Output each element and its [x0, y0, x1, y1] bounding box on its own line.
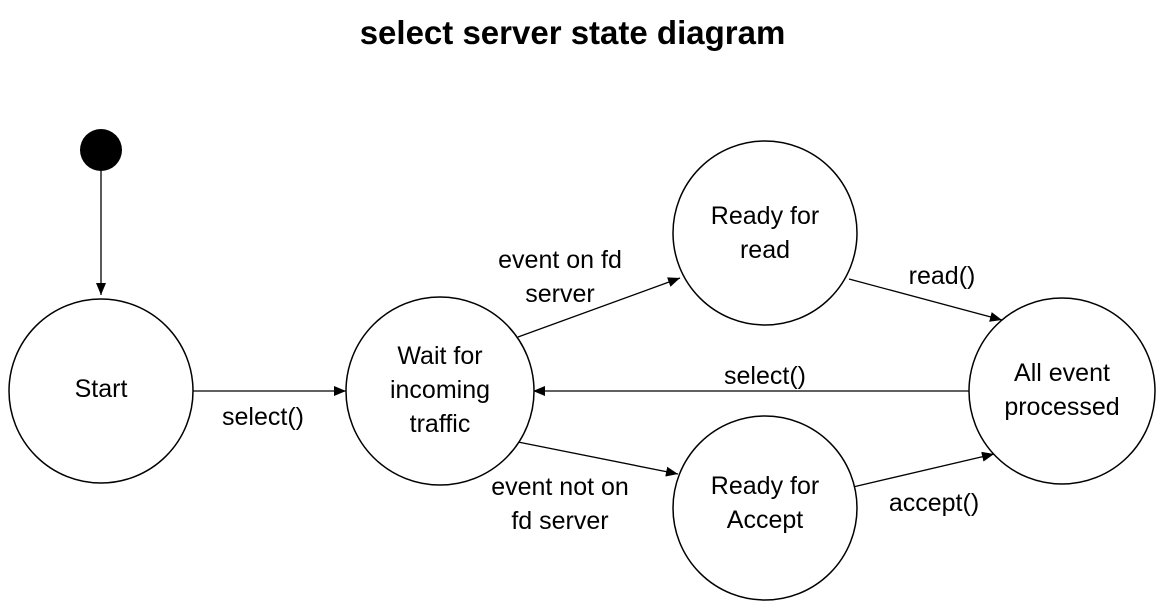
read-to-processed-arrow	[848, 278, 1003, 322]
label-start-to-wait: select()	[222, 403, 304, 431]
state-start: Start	[8, 298, 194, 484]
label-accept-to-processed: accept()	[889, 489, 979, 517]
state-wait-circle	[345, 296, 535, 486]
state-start-circle	[8, 298, 194, 484]
wait-to-accept-arrow	[517, 441, 679, 477]
label-processed-to-wait: select()	[724, 362, 806, 390]
label-wait-to-accept-line2: fd server	[511, 507, 608, 535]
initial-state-dot	[80, 129, 122, 171]
state-all-event-processed: All event processed	[968, 297, 1156, 485]
state-wait-label-line2: incoming	[390, 376, 490, 404]
diagram-title: select server state diagram	[359, 14, 786, 51]
state-all-processed-label-line2: processed	[1004, 393, 1119, 421]
state-ready-accept-label-line2: Accept	[727, 506, 803, 534]
label-wait-to-read-line2: server	[525, 280, 594, 308]
state-wait-for-incoming-traffic: Wait for incoming traffic	[345, 296, 535, 486]
label-wait-to-read-line1: event on fd	[498, 246, 622, 274]
accept-to-processed-arrow	[852, 451, 995, 488]
wait-to-read-arrow	[517, 277, 681, 338]
label-wait-to-accept-line1: event not on	[491, 473, 629, 501]
label-read-to-processed: read()	[909, 262, 976, 290]
state-all-processed-circle	[968, 297, 1156, 485]
state-ready-accept-circle	[672, 415, 858, 601]
state-wait-label-line3: traffic	[410, 410, 471, 438]
state-ready-for-accept: Ready for Accept	[672, 415, 858, 601]
state-ready-read-label-line2: read	[740, 236, 790, 264]
state-ready-read-label-line1: Ready for	[711, 202, 819, 230]
state-ready-read-circle	[672, 140, 858, 326]
state-ready-for-read: Ready for read	[672, 140, 858, 326]
state-all-processed-label-line1: All event	[1014, 359, 1110, 387]
state-ready-accept-label-line1: Ready for	[711, 472, 819, 500]
state-start-label: Start	[75, 375, 128, 403]
state-wait-label-line1: Wait for	[397, 342, 482, 370]
